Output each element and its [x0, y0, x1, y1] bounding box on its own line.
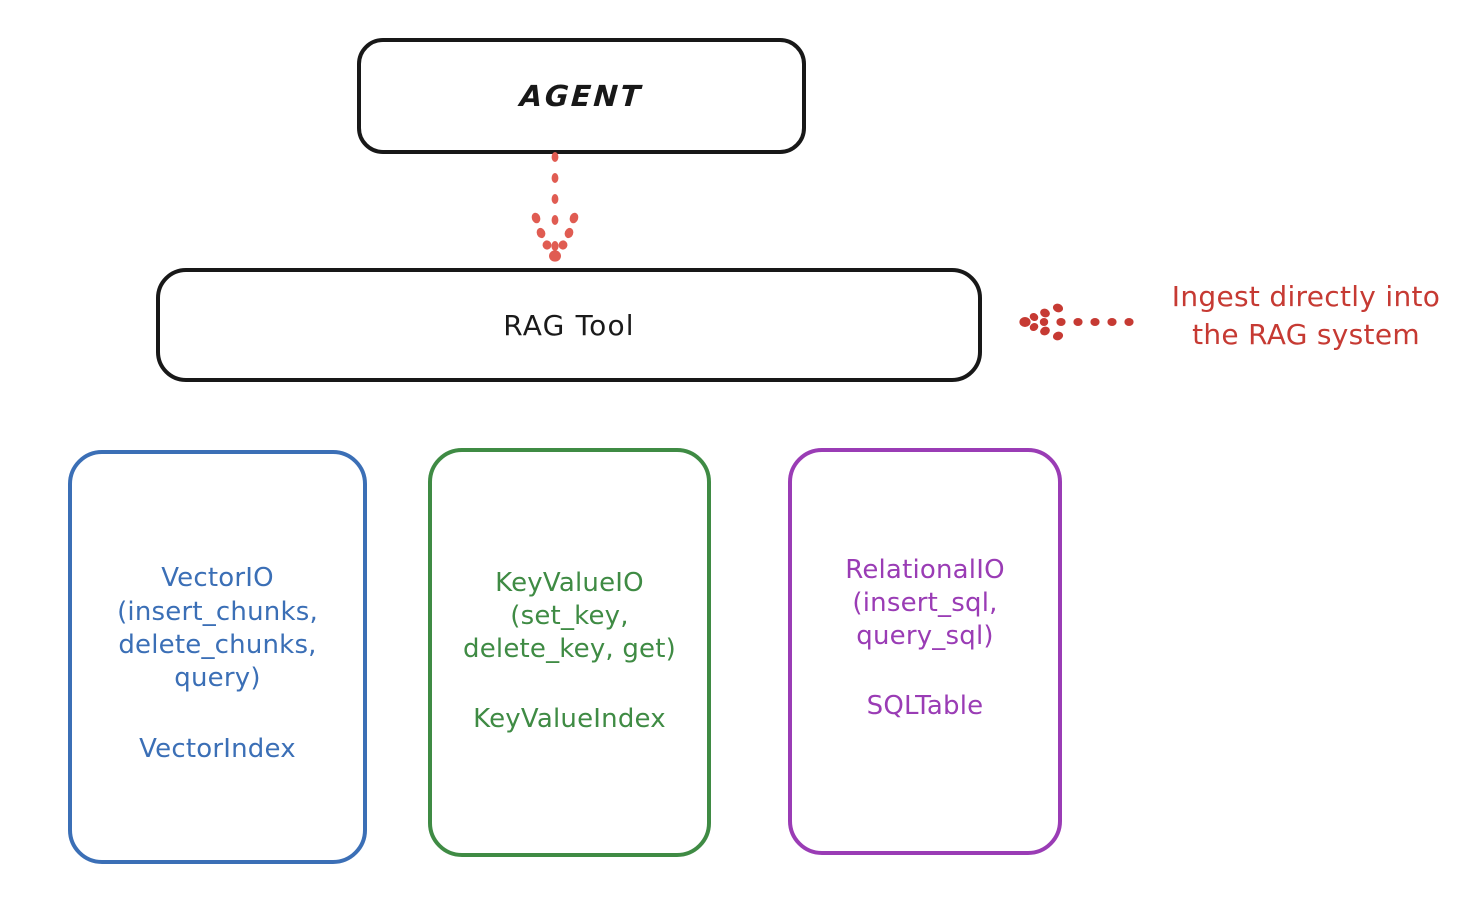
annotation-ingest-note: Ingest directly into the RAG system — [1171, 280, 1441, 351]
node-keyvalue-io[interactable]: KeyValueIO (set_key, delete_key, get) Ke… — [428, 448, 711, 857]
node-agent-label: AGENT — [518, 79, 644, 113]
node-agent[interactable]: AGENT — [357, 38, 806, 154]
node-relational-io-index-label: SQLTable — [866, 691, 984, 722]
connector-ingest-to-rag-tool-arrow — [1019, 303, 1134, 341]
node-rag-tool-label: RAG Tool — [503, 308, 635, 342]
node-vector-io[interactable]: VectorIO (insert_chunks, delete_chunks, … — [68, 450, 367, 864]
node-keyvalue-io-content: KeyValueIO (set_key, delete_key, get) Ke… — [444, 567, 695, 735]
connector-agent-to-rag-tool-arrow — [531, 152, 579, 262]
node-vector-io-index-label: VectorIndex — [139, 733, 296, 764]
node-vector-io-content: VectorIO (insert_chunks, delete_chunks, … — [84, 562, 351, 763]
node-rag-tool[interactable]: RAG Tool — [156, 268, 982, 382]
node-relational-io[interactable]: RelationalIO (insert_sql, query_sql) SQL… — [788, 448, 1062, 855]
node-keyvalue-io-api-label: KeyValueIO (set_key, delete_key, get) — [463, 567, 676, 665]
node-relational-io-content: RelationalIO (insert_sql, query_sql) SQL… — [804, 554, 1046, 722]
node-relational-io-api-label: RelationalIO (insert_sql, query_sql) — [845, 554, 1005, 652]
node-keyvalue-io-index-label: KeyValueIndex — [473, 704, 666, 735]
node-vector-io-api-label: VectorIO (insert_chunks, delete_chunks, … — [117, 563, 318, 694]
